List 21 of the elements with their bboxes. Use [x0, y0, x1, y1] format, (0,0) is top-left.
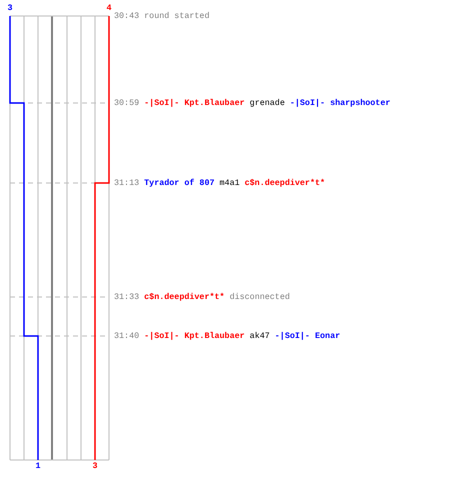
- player-count-label: 1: [35, 462, 41, 470]
- player-name: Tyrador of 807: [144, 178, 215, 188]
- player-name: -|SoI|- Kpt.Blaubaer: [144, 98, 245, 108]
- timestamp: 30:43: [114, 12, 140, 20]
- player-name: c$n.deepdiver*t*: [244, 178, 326, 188]
- player-name: -|SoI|- Kpt.Blaubaer: [144, 332, 245, 340]
- player-name: c$n.deepdiver*t*: [144, 292, 225, 302]
- timestamp: 30:59: [114, 98, 140, 108]
- player-count-label: 3: [92, 462, 98, 470]
- event-text: disconnected: [230, 292, 290, 302]
- timestamp: 31:13: [114, 178, 140, 188]
- weapon-name: m4a1: [220, 178, 240, 188]
- player-count-label: 3: [7, 4, 13, 12]
- event-text: round started: [144, 12, 210, 20]
- weapon-name: ak47: [250, 332, 270, 340]
- player-count-label: 4: [106, 4, 112, 12]
- timestamp: 31:40: [114, 332, 140, 340]
- timestamp: 31:33: [114, 292, 140, 302]
- player-name: -|SoI|- sharpshooter: [290, 98, 390, 108]
- weapon-name: grenade: [250, 98, 285, 108]
- player-name: -|SoI|- Eonar: [274, 332, 340, 340]
